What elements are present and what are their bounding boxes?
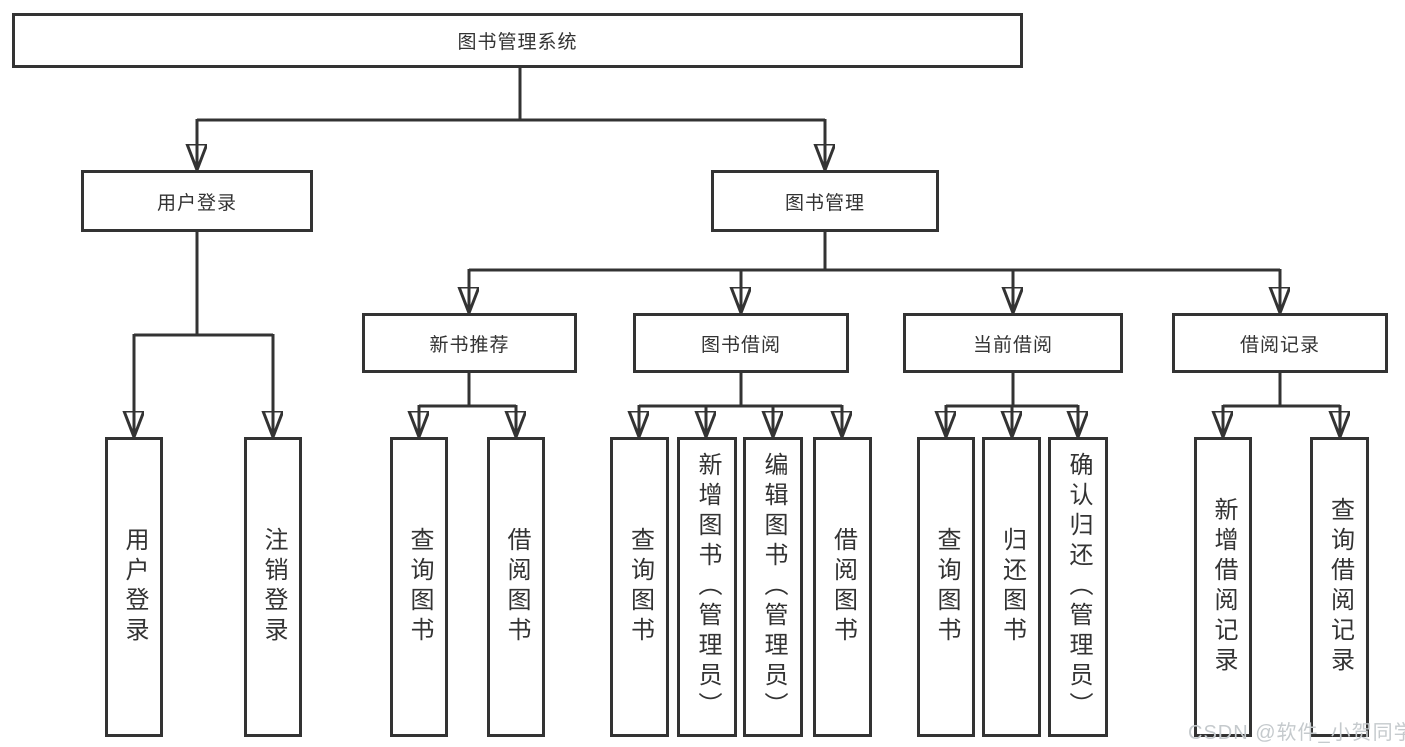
connector-current-borrow-stem [946,372,1078,408]
leaf-nb-borrow: 借阅图书 [487,437,545,737]
leaf-cb-confirm-label: 确认归还（管理员） [1065,452,1092,722]
leaf-cb-return-label: 归还图书 [998,527,1026,647]
node-current-borrow: 当前借阅 [903,313,1123,373]
leaf-nb-query-label: 查询图书 [406,527,433,647]
csdn-watermark: CSDN @软件_小贺同学 [1188,722,1405,744]
leaf-cb-return: 归还图书 [982,437,1041,737]
leaf-br-query: 查询借阅记录 [1310,437,1369,737]
leaf-br-query-label: 查询借阅记录 [1326,497,1354,677]
leaf-user-login: 用户登录 [105,437,163,737]
leaf-logout: 注销登录 [244,437,302,737]
leaf-br-add-label: 新增借阅记录 [1210,497,1237,677]
connector-new-books-stem [419,372,516,408]
connector-borrow-records-stem [1223,372,1340,408]
node-borrow-records: 借阅记录 [1172,313,1388,373]
node-current-borrow-label: 当前借阅 [972,334,1053,356]
node-new-books: 新书推荐 [362,313,577,373]
leaf-nb-query: 查询图书 [390,437,448,737]
leaf-logout-label: 注销登录 [260,527,287,647]
leaf-nb-borrow-label: 借阅图书 [503,527,530,647]
connector-user-login-stem [134,232,273,337]
leaf-bb-query: 查询图书 [610,437,669,737]
node-new-books-label: 新书推荐 [429,334,510,356]
node-book-borrow: 图书借阅 [633,313,849,373]
leaf-bb-borrow: 借阅图书 [813,437,872,737]
node-root: 图书管理系统 [12,13,1023,68]
node-root-label: 图书管理系统 [457,32,578,53]
node-book-mgmt-label: 图书管理 [784,192,865,214]
node-book-mgmt: 图书管理 [711,170,939,232]
leaf-bb-add: 新增图书（管理员） [677,437,737,737]
node-book-borrow-label: 图书借阅 [700,334,781,356]
leaf-bb-add-label: 新增图书（管理员） [694,452,721,722]
leaf-cb-query-label: 查询图书 [933,527,960,647]
node-user-login: 用户登录 [81,170,313,232]
leaf-br-add: 新增借阅记录 [1194,437,1252,737]
leaf-bb-query-label: 查询图书 [626,527,654,647]
leaf-bb-borrow-label: 借阅图书 [829,527,857,647]
leaf-bb-edit: 编辑图书（管理员） [743,437,803,737]
leaf-user-login-label: 用户登录 [121,527,148,647]
leaf-cb-query: 查询图书 [917,437,975,737]
leaf-cb-confirm: 确认归还（管理员） [1048,437,1108,737]
leaf-bb-edit-label: 编辑图书（管理员） [760,452,787,722]
node-borrow-records-label: 借阅记录 [1239,334,1320,356]
connector-root-stem [197,68,825,122]
connector-book-mgmt-stem [469,232,1280,272]
connector-book-borrow-stem [639,372,842,408]
node-user-login-label: 用户登录 [156,192,237,214]
